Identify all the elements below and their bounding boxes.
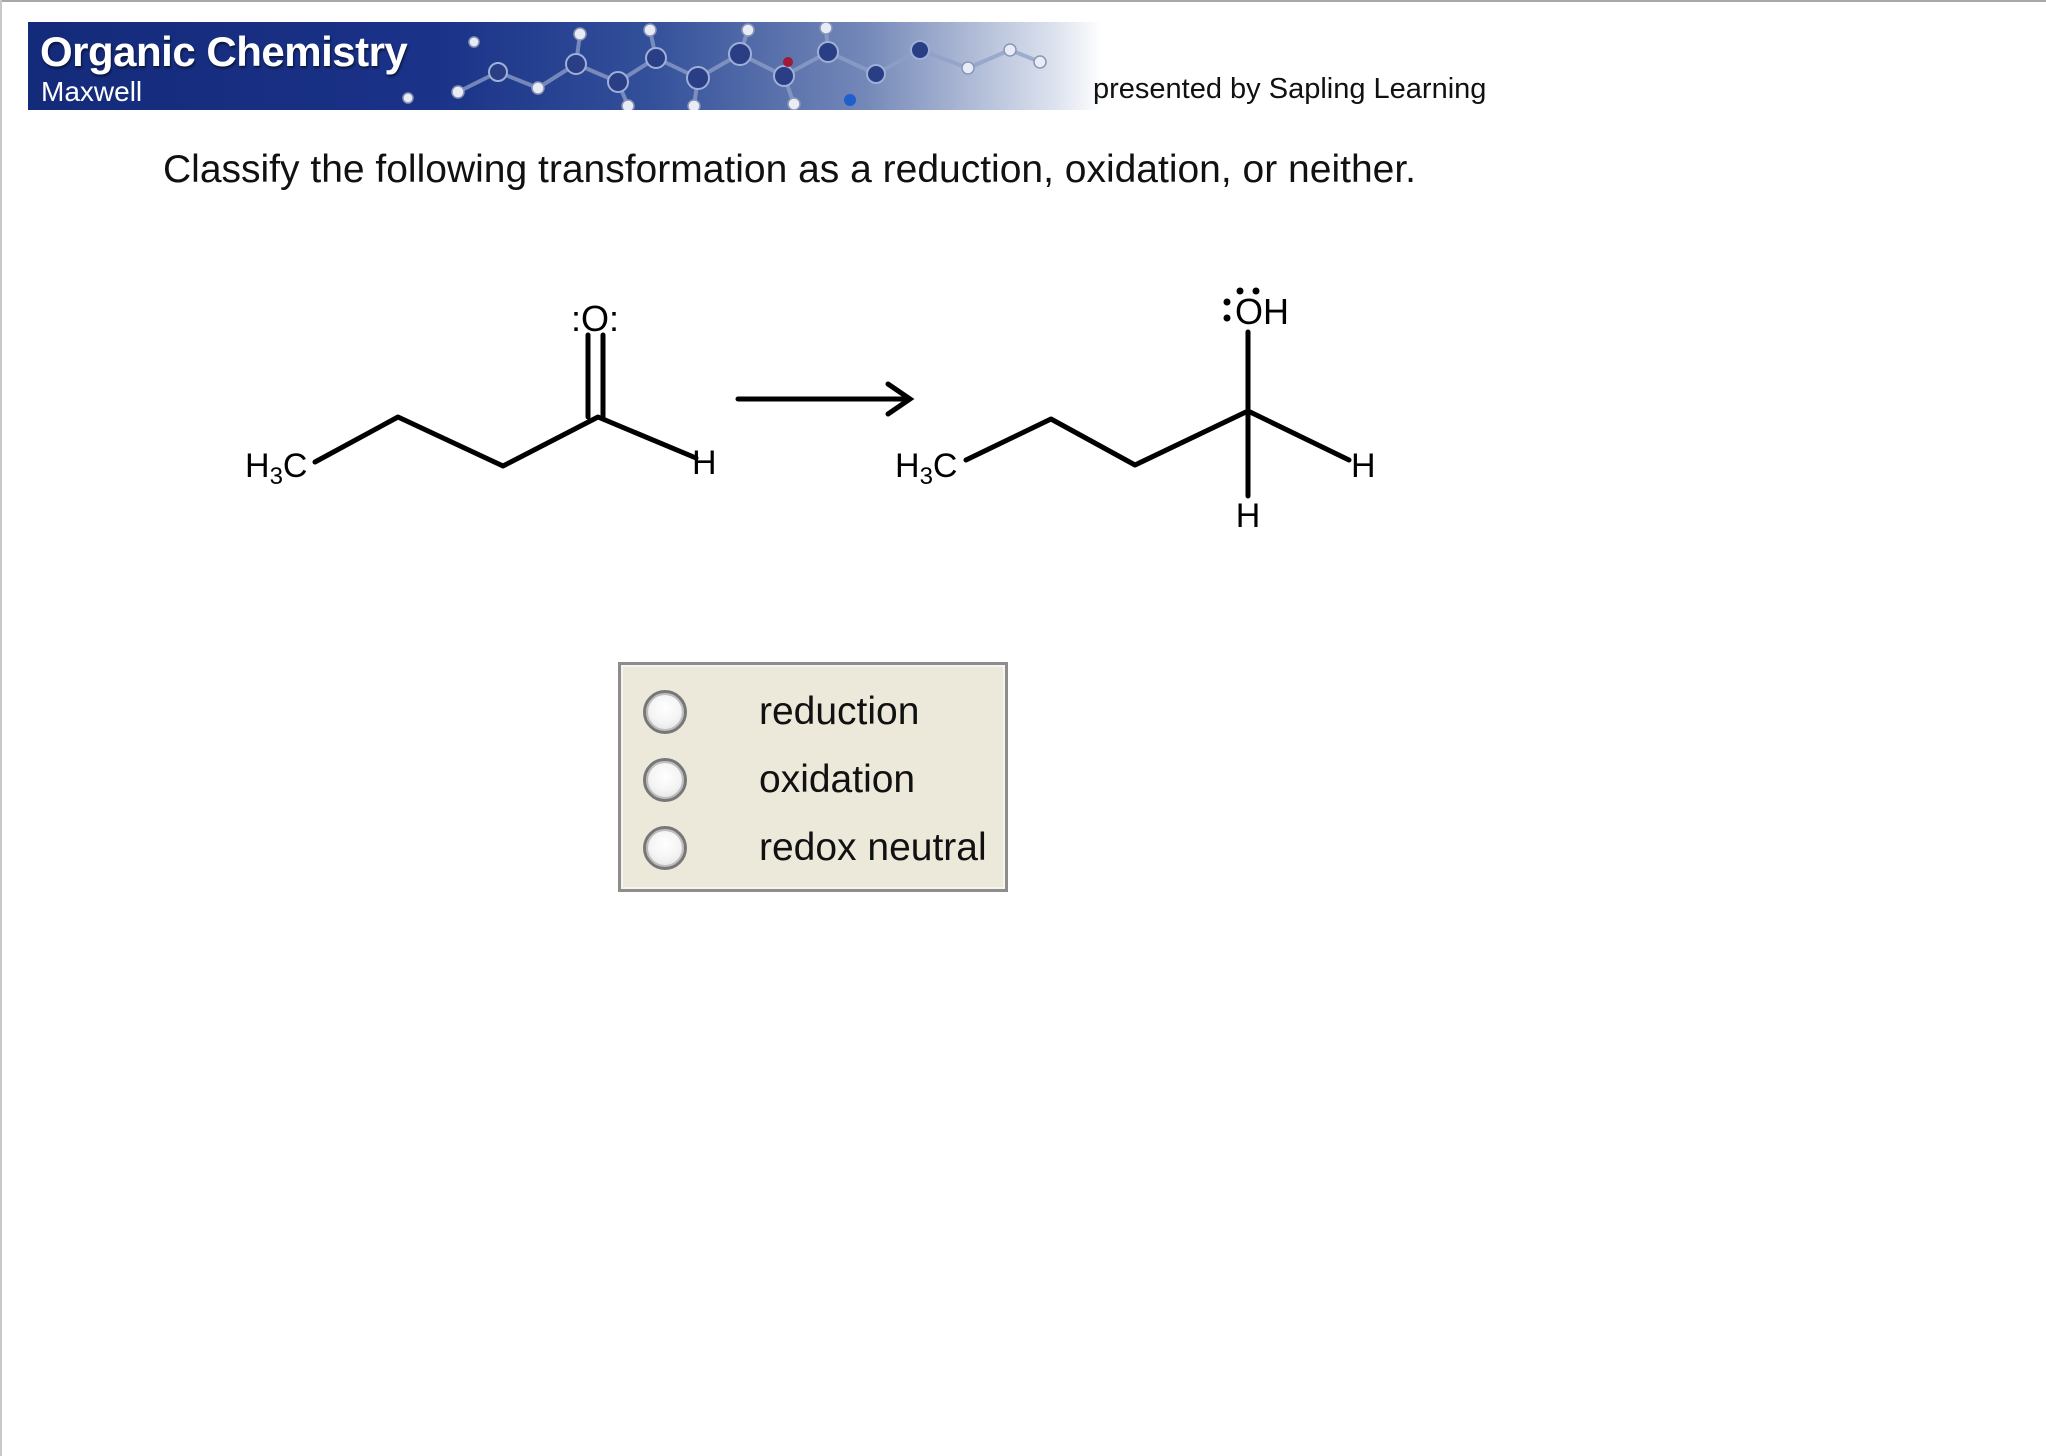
choice-redox-neutral[interactable]: redox neutral bbox=[643, 822, 987, 874]
choice-oxidation[interactable]: oxidation bbox=[643, 754, 915, 806]
radio-button-oxidation[interactable] bbox=[643, 758, 687, 802]
molecule-decoration-graphic bbox=[402, 22, 1047, 110]
product-h-bottom: H bbox=[1236, 497, 1261, 535]
reactant-carbon-chain bbox=[312, 414, 699, 469]
window-left-border bbox=[0, 0, 2, 1456]
course-title: Organic Chemistry bbox=[40, 28, 408, 75]
course-banner: Organic Chemistry Maxwell bbox=[28, 22, 1102, 110]
choice-label-reduction[interactable]: reduction bbox=[759, 690, 920, 733]
product-h-right: H bbox=[1351, 447, 1376, 485]
product-methyl-label: H3C bbox=[895, 447, 957, 490]
product-structure: OH H H H3C bbox=[895, 287, 1376, 535]
oxygen-lone-pair-dots bbox=[1223, 287, 1260, 322]
choice-reduction[interactable]: reduction bbox=[643, 686, 919, 738]
window-top-border bbox=[0, 0, 2046, 2]
reactant-structure: :O: H H3C bbox=[245, 298, 717, 490]
product-bond-to-h-right bbox=[1245, 408, 1352, 463]
reactant-methyl-label: H3C bbox=[245, 447, 307, 490]
choice-label-oxidation[interactable]: oxidation bbox=[759, 758, 916, 801]
radio-button-redox-neutral[interactable] bbox=[643, 826, 687, 870]
reactant-carbonyl-oxygen: :O: bbox=[571, 298, 619, 339]
presented-by-label: presented by Sapling Learning bbox=[1093, 73, 1487, 105]
product-hydroxyl: OH bbox=[1235, 291, 1289, 332]
answer-choices-panel: reduction oxidation redox neutral bbox=[618, 662, 1008, 892]
choice-label-redox-neutral[interactable]: redox neutral bbox=[759, 826, 987, 869]
question-prompt: Classify the following transformation as… bbox=[163, 148, 1416, 191]
reactant-aldehyde-h: H bbox=[692, 444, 717, 482]
product-carbon-chain bbox=[963, 408, 1251, 468]
reaction-arrow bbox=[735, 381, 915, 417]
radio-button-reduction[interactable] bbox=[643, 690, 687, 734]
course-author: Maxwell bbox=[41, 76, 143, 107]
